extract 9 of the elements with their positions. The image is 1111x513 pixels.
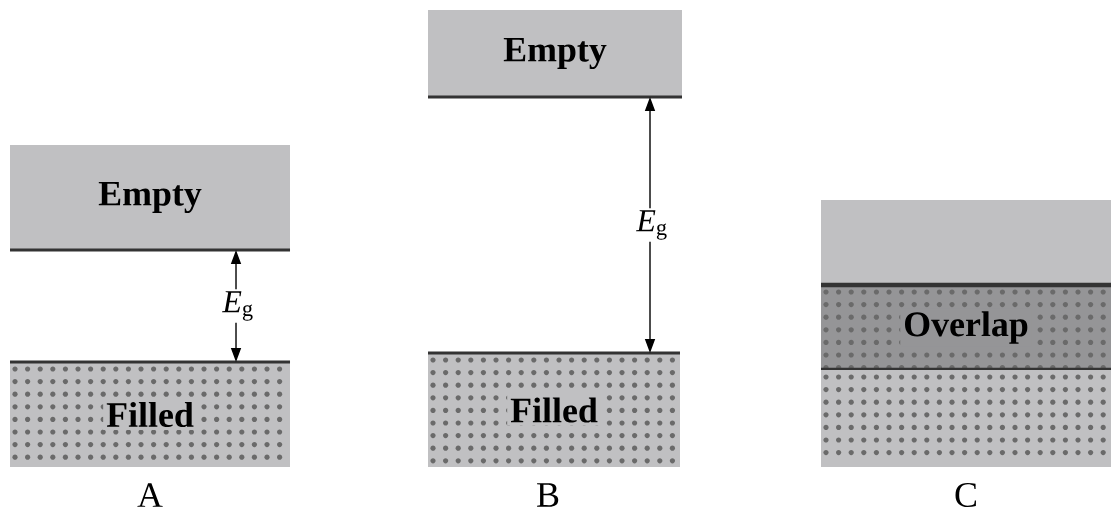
band-box: Filled xyxy=(10,360,290,467)
edge-label: E$_{g}$ xyxy=(636,210,667,240)
band-box: Overlap xyxy=(821,282,1111,373)
band-box: Empty xyxy=(428,10,682,99)
band-box: Empty xyxy=(10,145,290,252)
band-box xyxy=(821,200,1111,285)
edge-label: E$_{g}$ xyxy=(222,291,253,321)
band-box xyxy=(821,370,1111,467)
band-box: Filled xyxy=(428,351,680,467)
